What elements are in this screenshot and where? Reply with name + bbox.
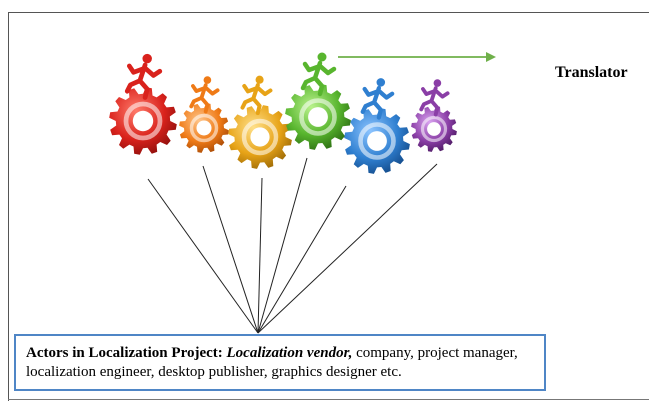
gear-icon <box>179 103 229 153</box>
gear-icon <box>344 108 410 174</box>
actors-list: company, project manager, localization e… <box>26 345 518 380</box>
gear-icon <box>411 106 457 152</box>
actors-box: Actors in Localization Project: Localiza… <box>14 334 546 391</box>
running-man-icon <box>419 79 450 117</box>
gear-icon <box>109 87 177 155</box>
connector-line <box>202 165 259 334</box>
connector-line <box>257 163 438 334</box>
connector-line <box>147 178 259 334</box>
gear-icon <box>228 105 292 169</box>
frame-left-border <box>8 12 9 401</box>
frame-top-border <box>8 12 649 13</box>
running-man-icon <box>300 52 337 97</box>
running-man-icon <box>360 78 395 120</box>
frame-bottom-border <box>8 399 649 400</box>
connector-lines <box>147 157 438 334</box>
running-man-icon <box>240 75 273 116</box>
actors-heading: Actors in Localization Project: <box>26 345 223 361</box>
gear-icon <box>285 84 351 150</box>
connector-line <box>257 177 263 334</box>
running-man-icon <box>124 53 163 100</box>
arrow-right-icon <box>338 52 496 62</box>
running-man-icon <box>189 76 220 114</box>
connector-line <box>257 185 347 334</box>
translator-label: Translator <box>555 64 628 81</box>
connector-line <box>257 157 308 334</box>
actors-vendor: Localization vendor, <box>226 345 353 361</box>
